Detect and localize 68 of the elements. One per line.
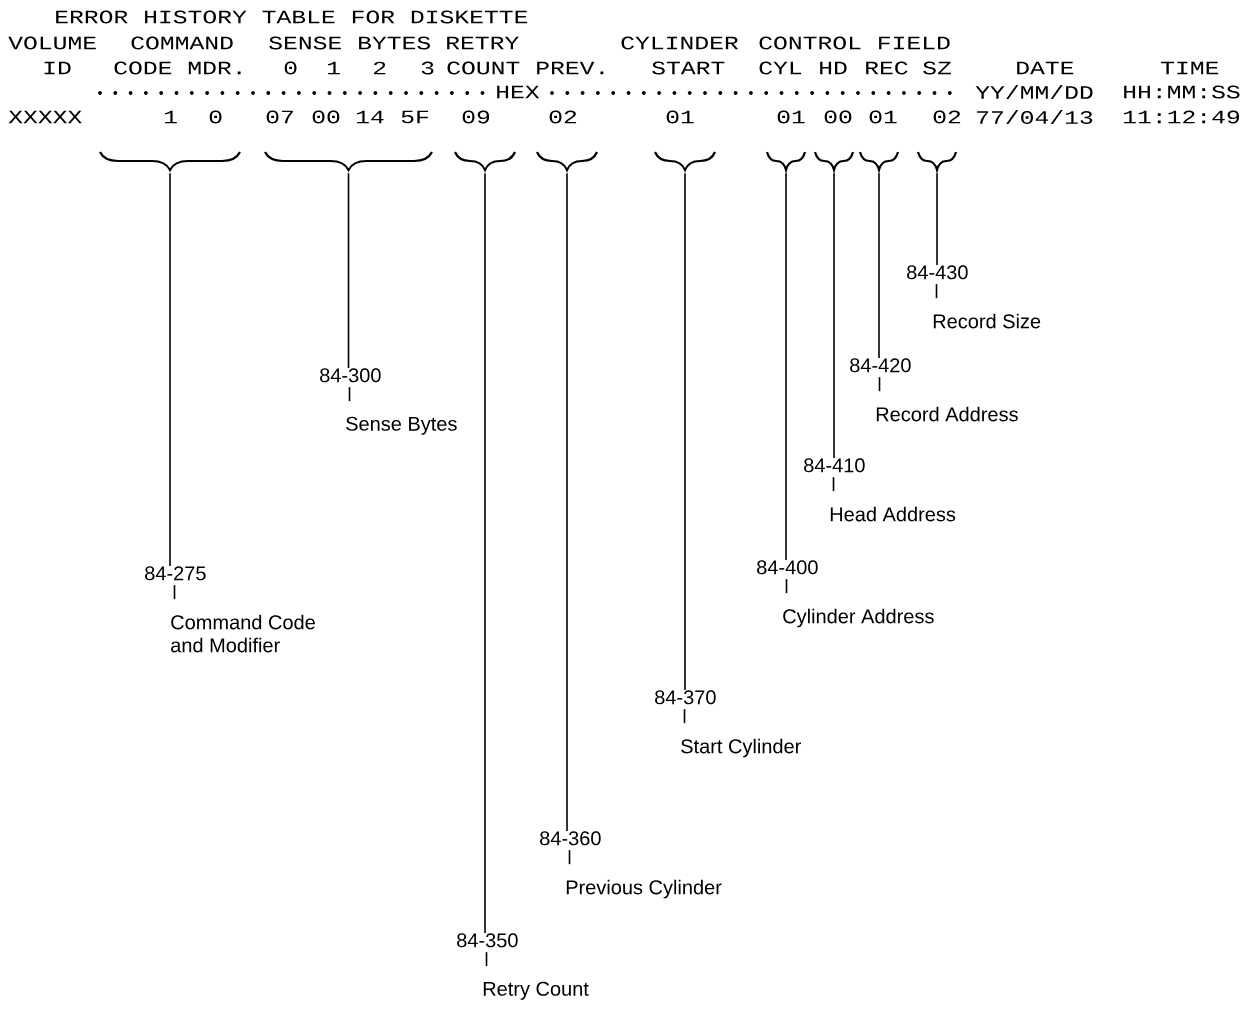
leader-line xyxy=(484,172,486,934)
column-header: START xyxy=(652,61,725,75)
leader-line xyxy=(936,172,938,266)
column-header: 2 xyxy=(373,61,386,75)
brace xyxy=(765,151,807,172)
column-header: 3 xyxy=(421,61,434,75)
leader-line xyxy=(169,172,171,567)
table-value: 01 xyxy=(777,110,805,124)
brace xyxy=(536,151,598,172)
brace xyxy=(858,151,900,172)
leader-line xyxy=(833,172,835,459)
column-header: 0 xyxy=(284,61,297,75)
table-value: 77/04/13 xyxy=(977,110,1093,124)
table-value: XXXXX xyxy=(8,110,82,124)
table-value: 14 xyxy=(357,110,384,124)
column-header: PREV. xyxy=(537,61,604,75)
table-value: 07 xyxy=(266,110,293,124)
column-header: CODE MDR. xyxy=(114,61,241,75)
callout-label: 84-370 Start Cylinder xyxy=(655,690,801,758)
table-value: 00 xyxy=(312,110,340,124)
column-header: COUNT xyxy=(447,61,520,75)
column-header: DATE xyxy=(1017,61,1074,75)
callout-label: 84-400 Cylinder Address xyxy=(757,560,934,628)
column-header: RETRY xyxy=(447,36,519,50)
table-value: 09 xyxy=(462,110,490,124)
column-header: ID xyxy=(44,61,71,75)
callout-label: 84-410 Head Address xyxy=(804,458,956,522)
leader-line xyxy=(347,172,350,369)
column-header: HH:MM:SS xyxy=(1124,85,1240,99)
table-value: 11:12:49 xyxy=(1124,110,1240,124)
table-value: 5F xyxy=(401,110,429,124)
callout-label: 84-420 Record Address xyxy=(850,358,1018,422)
column-header: HD xyxy=(820,61,847,75)
brace xyxy=(813,151,855,172)
column-header: YY/MM/DD xyxy=(975,85,1093,99)
table-value: 02 xyxy=(549,110,577,124)
hex-label: HEX xyxy=(497,85,540,99)
brace xyxy=(99,151,241,172)
table-value: 00 xyxy=(824,110,852,124)
table-value: 0 xyxy=(209,110,222,124)
column-header: TIME xyxy=(1161,61,1219,75)
leader-line xyxy=(566,172,568,832)
column-header: VOLUME xyxy=(8,36,96,50)
column-header: COMMAND xyxy=(131,36,233,50)
table-title: ERROR HISTORY TABLE FOR DISKETTE xyxy=(56,10,528,24)
column-header: CONTROL FIELD xyxy=(759,36,950,50)
table-value: 02 xyxy=(933,110,961,124)
table-value: 01 xyxy=(666,110,694,124)
table-value: 1 xyxy=(165,110,177,124)
column-header: 1 xyxy=(328,61,340,75)
brace xyxy=(654,151,716,172)
column-header: REC xyxy=(866,61,908,75)
callout-label: 84-430 Record Size xyxy=(907,265,1041,329)
column-header: SENSE BYTES xyxy=(269,36,430,50)
leader-line xyxy=(785,172,787,561)
table-value: 01 xyxy=(869,110,897,124)
leader-line xyxy=(878,172,880,359)
brace xyxy=(916,151,958,172)
callout-label: 84-275 Command Code and Modifier xyxy=(145,566,315,653)
leader-line xyxy=(684,172,686,691)
brace xyxy=(454,151,516,172)
callout-label: 84-360 Previous Cylinder xyxy=(540,831,722,899)
column-header: CYLINDER xyxy=(621,36,739,50)
column-header: CYL xyxy=(759,61,802,75)
callout-label: 84-350 Retry Count xyxy=(457,933,589,1000)
brace xyxy=(264,151,433,172)
column-header: SZ xyxy=(923,61,951,75)
callout-label: 84-300 Sense Bytes xyxy=(320,368,457,435)
